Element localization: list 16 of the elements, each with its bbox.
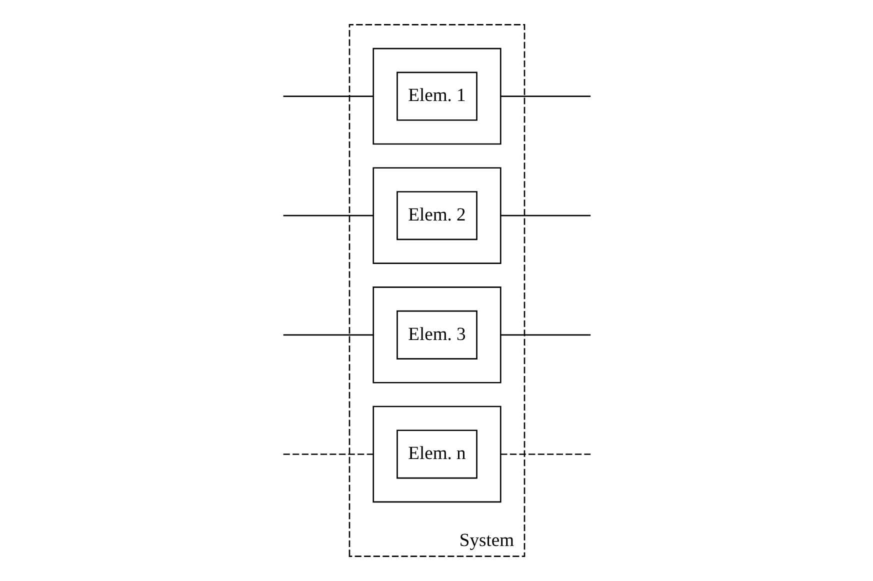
connector [500,334,590,336]
node-box: Elem. n [396,430,477,479]
connector [282,96,373,97]
connector [282,214,373,216]
cluster [372,286,501,384]
cluster [372,406,501,503]
connector [500,454,590,455]
connector [282,334,373,336]
cluster [372,48,501,145]
node-box: Elem. 3 [396,310,477,360]
cluster [372,167,501,264]
connector [500,96,590,97]
node-box: Elem. 2 [396,191,477,240]
connector [500,214,590,216]
node-box: Elem. 1 [396,72,477,121]
connector [282,454,373,455]
